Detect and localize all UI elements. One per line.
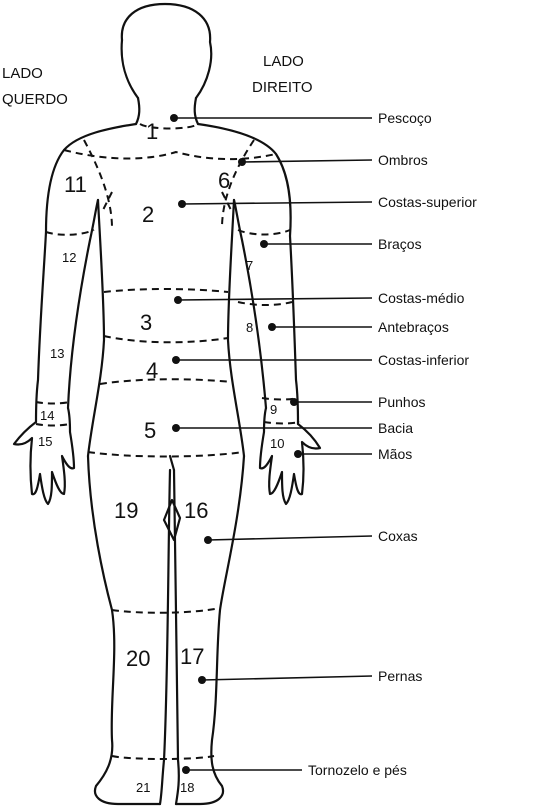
region-number-5: 5: [144, 418, 156, 443]
region-number-14: 14: [40, 408, 54, 423]
region-number-2: 2: [142, 202, 154, 227]
leader-ombros: [242, 160, 372, 162]
label-pescoco: Pescoço: [378, 110, 432, 126]
leader-dot-bacia: [172, 424, 180, 432]
left-side-label-line1: LADO: [2, 65, 43, 82]
region-number-15: 15: [38, 434, 52, 449]
label-costas-superior: Costas-superior: [378, 194, 477, 210]
region-number-6: 6: [218, 168, 230, 193]
callout-labels: Pescoço Ombros Costas-superior Braços Co…: [308, 110, 477, 778]
leader-dot-coxas: [204, 536, 212, 544]
region-number-17: 17: [180, 644, 204, 669]
region-number-16: 16: [184, 498, 208, 523]
right-side-label-line1: LADO: [263, 53, 304, 70]
region-number-3: 3: [140, 310, 152, 335]
region-number-19: 19: [114, 498, 138, 523]
leader-dot-pernas: [198, 676, 206, 684]
label-maos: Mãos: [378, 446, 412, 462]
label-antebracos: Antebraços: [378, 319, 449, 335]
region-number-20: 20: [126, 646, 150, 671]
right-side-label-line2: DIREITO: [252, 79, 313, 96]
leader-dot-tornozelo-pes: [182, 766, 190, 774]
region-number-12: 12: [62, 250, 76, 265]
label-ombros: Ombros: [378, 152, 428, 168]
label-bacia: Bacia: [378, 420, 413, 436]
leader-dot-costas-inferior: [172, 356, 180, 364]
left-side-label-line2: QUERDO: [2, 91, 68, 108]
region-number-8: 8: [246, 320, 253, 335]
region-number-9: 9: [270, 402, 277, 417]
leader-dot-costas-superior: [178, 200, 186, 208]
region-number-7: 7: [246, 258, 253, 273]
label-bracos: Braços: [378, 236, 422, 252]
leader-dot-pescoco: [170, 114, 178, 122]
label-coxas: Coxas: [378, 528, 418, 544]
leader-dot-costas-medio: [174, 296, 182, 304]
region-number-10: 10: [270, 436, 284, 451]
region-number-4: 4: [146, 358, 158, 383]
label-costas-inferior: Costas-inferior: [378, 352, 469, 368]
region-number-18: 18: [180, 780, 194, 795]
leader-pernas: [202, 676, 372, 680]
leader-costas-superior: [182, 202, 372, 204]
leader-dot-bracos: [260, 240, 268, 248]
leader-dot-punhos: [290, 398, 298, 406]
label-tornozelo-pes: Tornozelo e pés: [308, 762, 407, 778]
region-number-13: 13: [50, 346, 64, 361]
leader-dot-maos: [294, 450, 302, 458]
label-punhos: Punhos: [378, 394, 425, 410]
leader-costas-medio: [178, 298, 372, 300]
region-number-11: 11: [64, 172, 87, 197]
leader-dot-ombros: [238, 158, 246, 166]
region-number-1: 1: [146, 119, 158, 144]
region-number-21: 21: [136, 780, 150, 795]
leader-dot-antebracos: [268, 323, 276, 331]
label-pernas: Pernas: [378, 668, 422, 684]
label-costas-medio: Costas-médio: [378, 290, 465, 306]
